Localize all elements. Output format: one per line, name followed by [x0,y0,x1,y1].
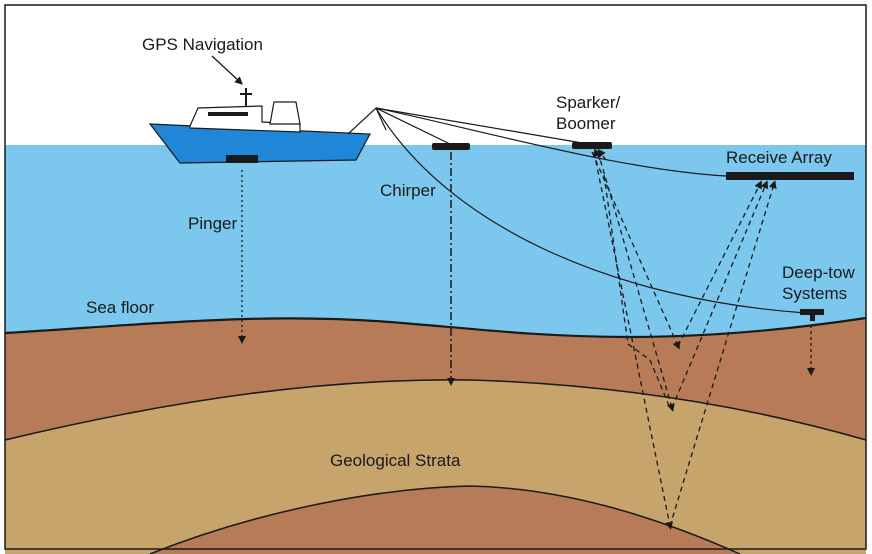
chirper-device [432,143,470,150]
deeptow-device [800,309,824,321]
ship-bridge [269,101,301,125]
ship-windows [208,112,248,116]
strata-top-line [4,379,867,441]
deeptow-cable [375,107,807,314]
geological-strata-layer [5,379,866,554]
receive-array-device [726,172,854,180]
pinger-device [226,155,258,163]
sea-floor-label: Sea floor [86,298,154,317]
chirper-label: Chirper [380,181,436,200]
gps-navigation-label: GPS Navigation [142,35,263,54]
sparker-boomer-label-line2: Boomer [556,114,616,133]
receive-array-cable [375,107,727,177]
receive-array-label: Receive Array [726,148,832,167]
sea-floor-line [4,316,867,339]
geological-strata-label: Geological Strata [330,451,461,470]
deeptow-label-line1: Deep-tow [782,263,855,282]
sparker-boomer-label-line1: Sparker/ [556,93,621,112]
sky [5,5,866,147]
strata-bottom-line [149,485,741,554]
diagram-frame [4,4,867,550]
sparker-boomer-device [572,142,612,149]
chirper-tow-cable [375,107,453,146]
deeptow-label-line2: Systems [782,284,847,303]
survey-ship [148,88,387,164]
gps-pointer-arrow [211,55,243,85]
gps-mast-icon [240,88,252,106]
pinger-label: Pinger [188,214,237,233]
sparker-ray-paths [591,148,777,530]
sparker-tow-cable [375,107,589,145]
